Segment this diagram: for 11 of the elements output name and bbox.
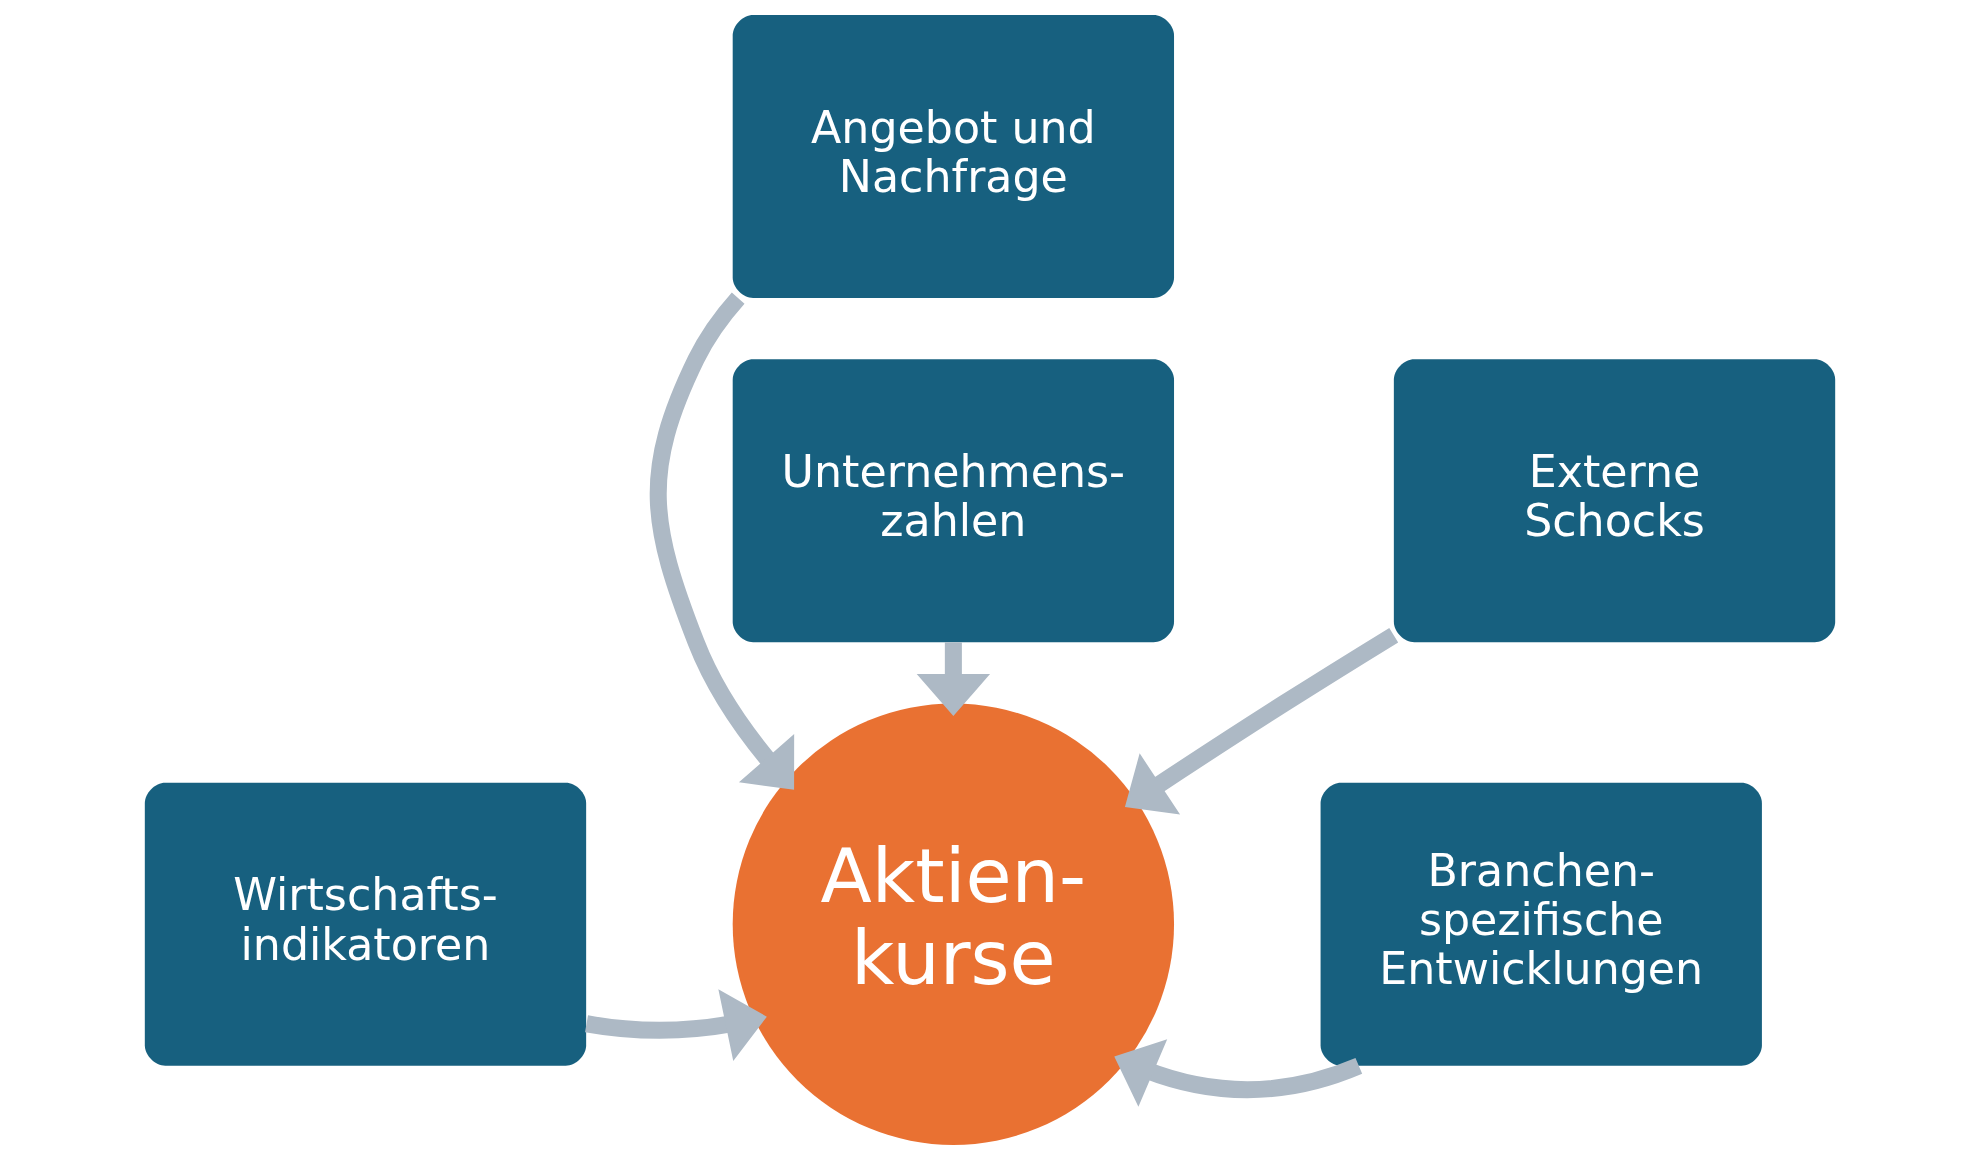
node-box: Wirtschafts- indikatoren <box>144 782 587 1066</box>
node-box: Angebot und Nachfrage <box>732 15 1175 298</box>
arrow <box>585 989 767 1062</box>
node-circle: Aktien- kurse <box>732 703 1175 1145</box>
arrow <box>1124 627 1399 815</box>
node-box: Externe Schocks <box>1393 359 1836 643</box>
node-box: Unternehmens- zahlen <box>732 359 1175 643</box>
arrow <box>649 292 795 790</box>
node-box: Branchen- spezifische Entwicklungen <box>1320 782 1762 1066</box>
arrow <box>916 642 991 716</box>
arrow <box>1114 1039 1362 1107</box>
